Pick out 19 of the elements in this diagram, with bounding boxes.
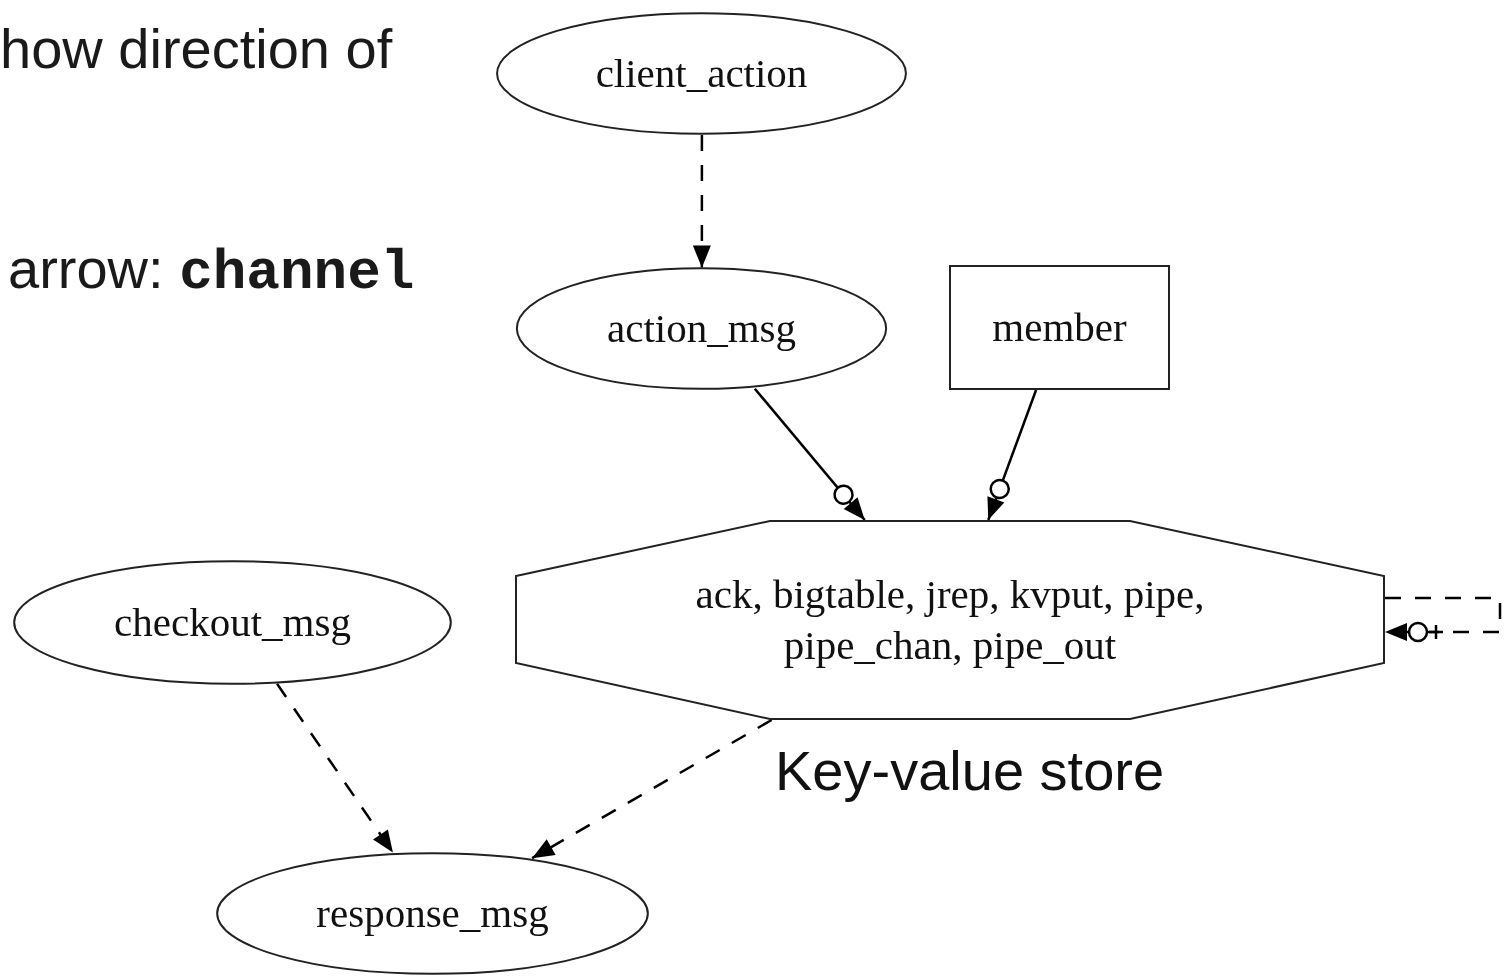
note-text: arrow: channel bbox=[8, 236, 415, 305]
node-label: client_action bbox=[595, 48, 808, 98]
arrow bbox=[753, 387, 866, 522]
node-label: response_msg bbox=[316, 888, 549, 938]
note-text: how direction of bbox=[0, 16, 393, 81]
ellipse-node bbox=[515, 267, 888, 390]
ellipse-node bbox=[12, 560, 453, 685]
node-label: ack, bigtable, jrep, kvput, pipe, pipe_chan, pipe_out bbox=[694, 569, 1206, 670]
node-label: action_msg bbox=[607, 303, 796, 353]
arrow bbox=[276, 683, 394, 854]
arrow bbox=[986, 389, 1038, 522]
arrow bbox=[692, 135, 711, 268]
rectangle-node bbox=[949, 265, 1170, 390]
ellipse-node bbox=[495, 12, 908, 135]
ellipse-node bbox=[215, 852, 650, 975]
node-label: checkout_msg bbox=[114, 597, 351, 647]
node-label: member bbox=[992, 302, 1127, 352]
arrow bbox=[531, 718, 773, 860]
node-caption: Key-value store bbox=[775, 738, 1165, 803]
